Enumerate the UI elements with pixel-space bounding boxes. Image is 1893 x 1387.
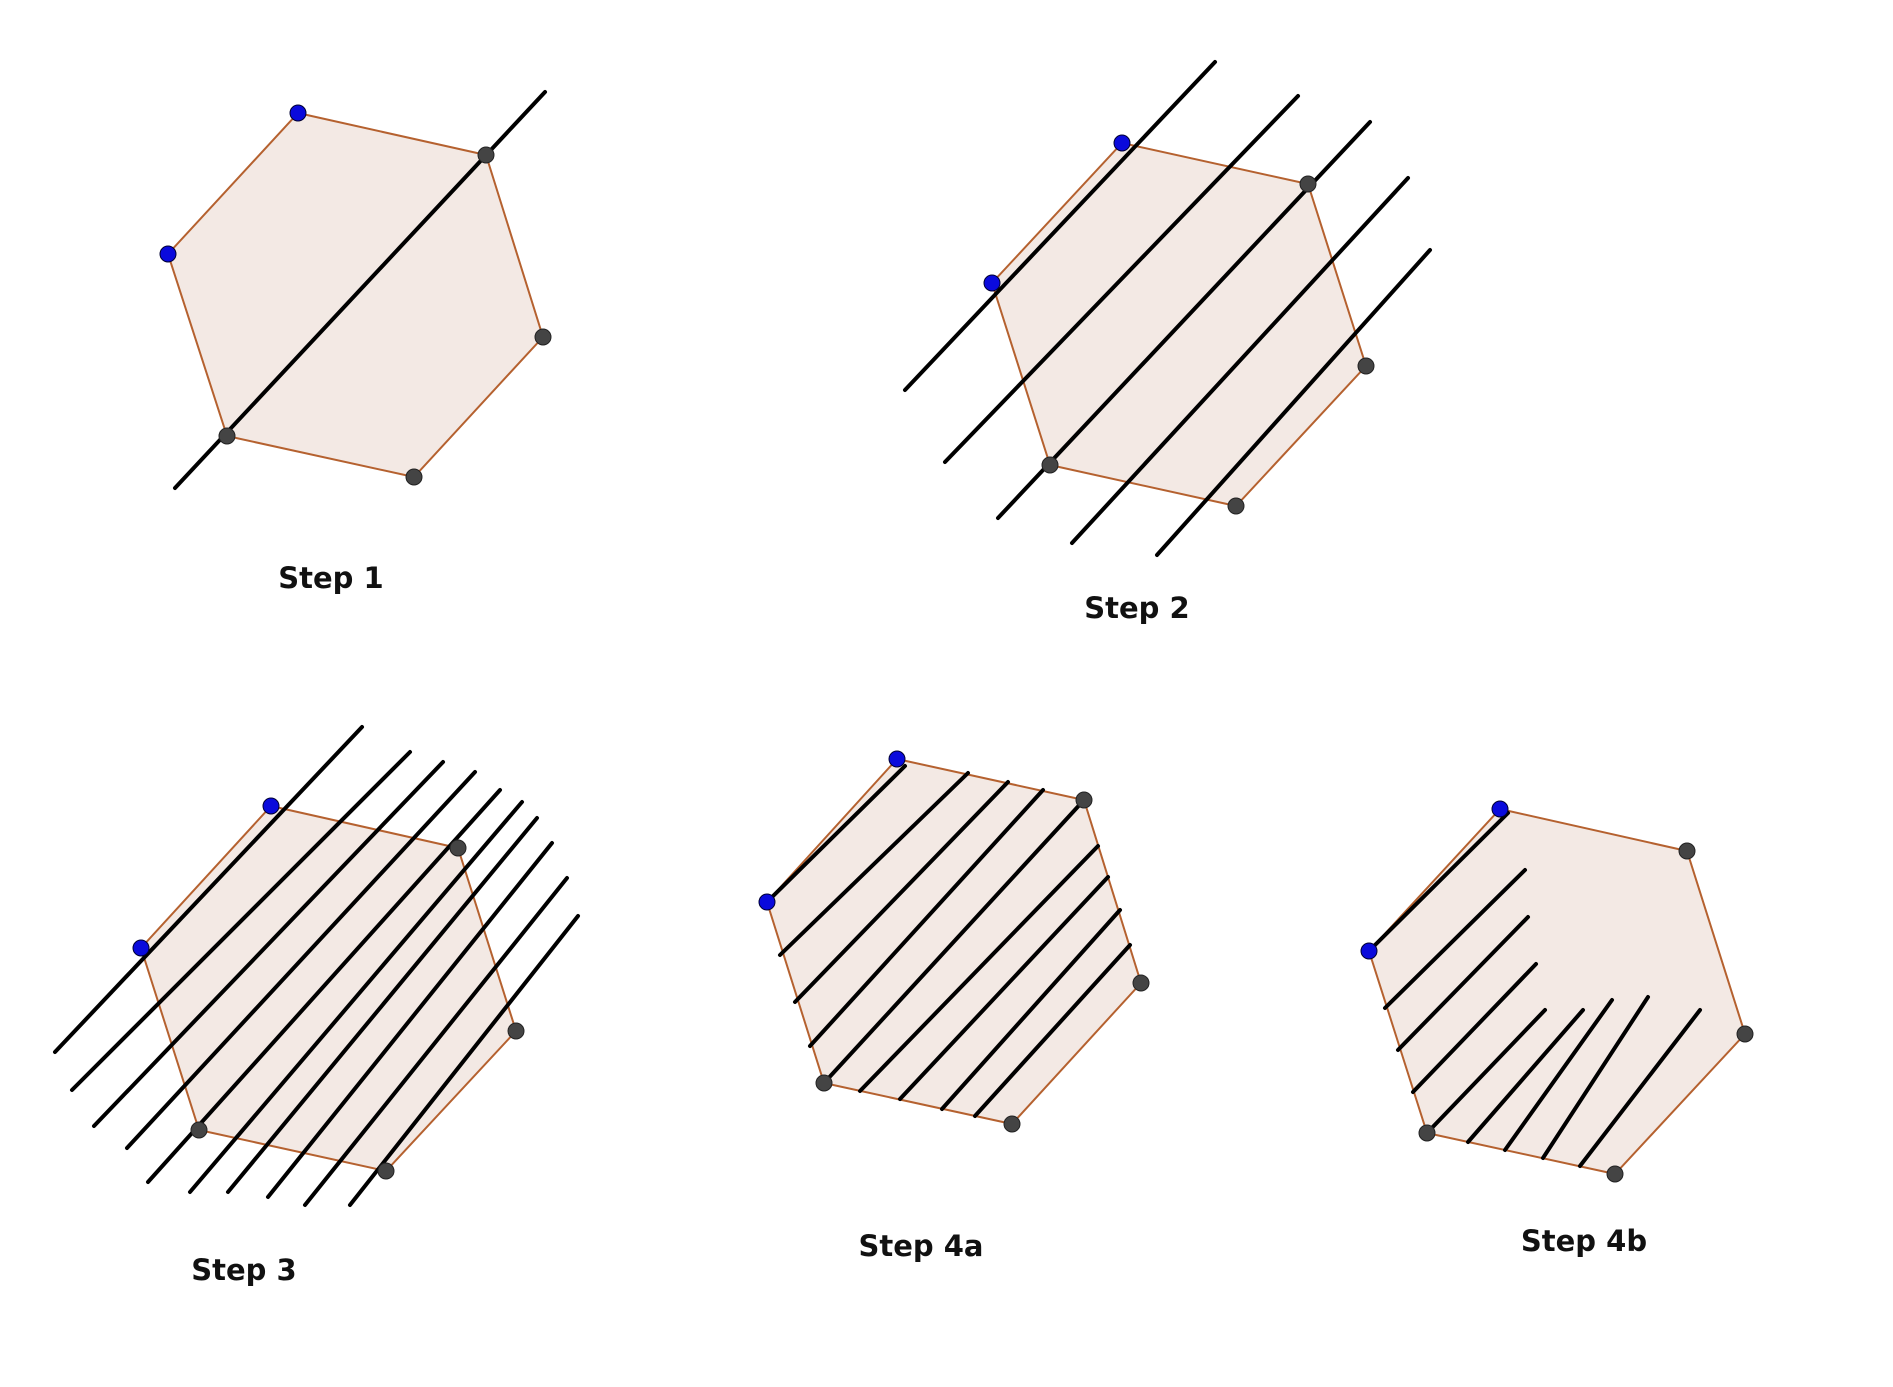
hatch-line [303, 876, 569, 1207]
hatch-line [940, 908, 1122, 1111]
hatch-line [1383, 868, 1527, 1010]
vertex-point [405, 468, 423, 486]
hatch-line [1425, 1008, 1547, 1135]
hexagon [1367, 807, 1747, 1176]
hatch-line [1503, 998, 1614, 1152]
vertex-point-blue [1360, 942, 1378, 960]
hatch-line [793, 780, 1010, 1004]
hatch-line [1367, 811, 1510, 953]
hatch-line [898, 875, 1110, 1101]
panel-step-1: Step 1 [159, 90, 552, 595]
vertex-point-blue [159, 245, 177, 263]
step-label: Step 4a [858, 1229, 983, 1263]
vertex-point [190, 1121, 208, 1139]
hatch-line [943, 94, 1300, 464]
vertex-point [1299, 175, 1317, 193]
hatch-line [822, 798, 1086, 1085]
hatch-line [1396, 915, 1530, 1052]
vertex-point [1606, 1165, 1624, 1183]
hatch-line [765, 764, 907, 904]
hatch-line [266, 841, 554, 1199]
vertex-point [1041, 456, 1059, 474]
vertex-point-blue [289, 104, 307, 122]
hatch-line [1541, 995, 1650, 1160]
vertex-point [1678, 842, 1696, 860]
hatch-line [146, 788, 502, 1184]
hatch-line [778, 771, 970, 957]
vertex-point [534, 328, 552, 346]
vertex-point [218, 427, 236, 445]
vertex-point [477, 146, 495, 164]
panel-step-3: Step 3 [53, 725, 580, 1287]
hatch-line [1578, 1008, 1702, 1168]
step-label: Step 2 [1084, 591, 1189, 625]
hatch-line [226, 816, 539, 1194]
vertex-point-blue [132, 939, 150, 957]
hatch-line [92, 760, 445, 1128]
hatch-line [1411, 962, 1538, 1094]
vertex-point [815, 1074, 833, 1092]
hatch-line [125, 770, 477, 1150]
hatch-line [808, 788, 1045, 1048]
vertex-point [1736, 1025, 1754, 1043]
vertex-point-blue [983, 274, 1001, 292]
vertex-point [1075, 791, 1093, 809]
vertex-point [449, 839, 467, 857]
step-label: Step 4b [1521, 1224, 1647, 1258]
hatch-line [1466, 1008, 1585, 1144]
vertex-point [1418, 1124, 1436, 1142]
panel-step-2: Step 2 [903, 60, 1432, 625]
vertex-point [1227, 497, 1245, 515]
vertex-point-blue [888, 750, 906, 768]
hatch-line [903, 60, 1217, 392]
hexagon [139, 804, 518, 1173]
vertex-point [377, 1162, 395, 1180]
panel-step-4a: Step 4a [758, 750, 1150, 1263]
hatch-line [858, 844, 1100, 1093]
hatch-line [348, 914, 580, 1207]
hatch-line [1155, 248, 1432, 557]
vertex-point [1357, 357, 1375, 375]
vertex-point [1003, 1115, 1021, 1133]
hatch-line [973, 943, 1132, 1118]
panel-step-4b: Step 4b [1360, 800, 1754, 1258]
hatch-line [70, 750, 412, 1092]
vertex-point-blue [758, 893, 776, 911]
hatch-line [188, 800, 524, 1194]
vertex-point-blue [1491, 800, 1509, 818]
vertex-point-blue [262, 797, 280, 815]
hatch-line [53, 725, 364, 1054]
hatch-line [1070, 176, 1410, 545]
vertex-point [507, 1022, 525, 1040]
vertex-point-blue [1113, 134, 1131, 152]
vertex-point [1132, 974, 1150, 992]
step-label: Step 3 [191, 1253, 296, 1287]
step-label: Step 1 [278, 561, 383, 595]
